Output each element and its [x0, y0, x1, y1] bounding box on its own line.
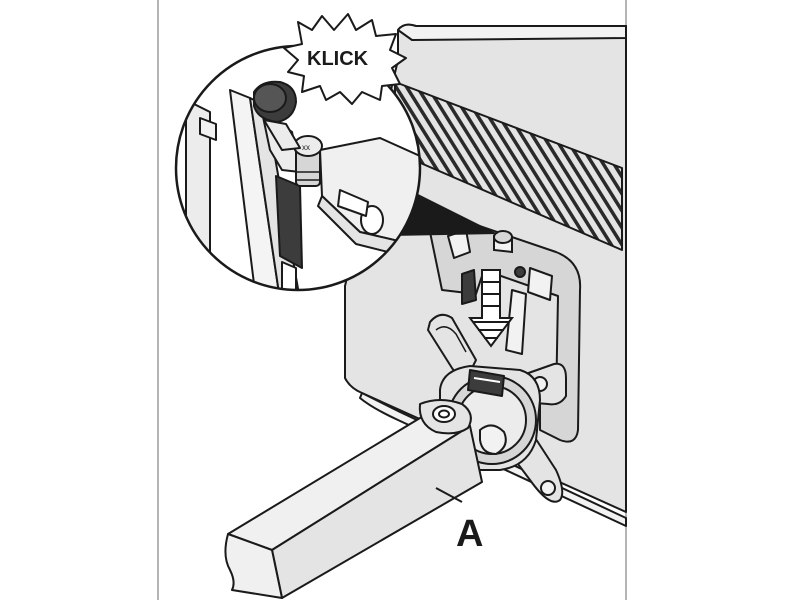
tv-top-edge — [397, 23, 627, 41]
callout-line-a — [435, 487, 463, 503]
wall-bracket — [429, 219, 582, 443]
brand-label — [467, 369, 505, 397]
zoom-detail: xx — [174, 44, 422, 292]
klick-text: KLICK — [307, 48, 369, 70]
vesa-adapter-plate — [427, 313, 567, 503]
locking-knob — [493, 230, 513, 254]
svg-text:xx: xx — [302, 143, 310, 152]
zoom-cone — [390, 190, 498, 236]
support-arm-a — [224, 399, 507, 599]
push-down-arrow-icon — [468, 269, 514, 348]
klick-burst-icon: KLICK — [283, 13, 407, 105]
part-label-a: A — [456, 513, 483, 555]
